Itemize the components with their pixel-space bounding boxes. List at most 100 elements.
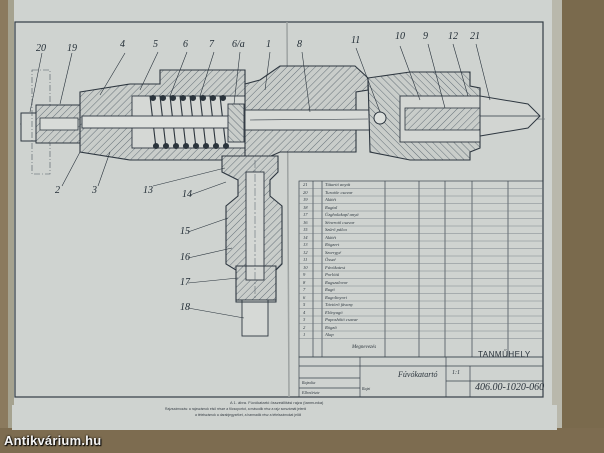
part-number: 5 [303,302,306,307]
part-number: 10 [303,264,308,270]
part-name: Összé [325,257,336,262]
part-18-inlet-pipe [241,299,269,337]
parts-table-row: 17 Üzgholakapl anyá [299,211,543,218]
part-11-ball [373,111,387,125]
part-number: 12 [303,249,308,255]
title-block-drawing-number: 406.00-1020-060 [475,382,545,393]
part-name: Paposhőtö csavar [325,317,359,322]
antikvarium-watermark: Antikvárium.hu [4,433,102,448]
parts-table-row: 2 Rögzít [299,324,543,331]
part-name: Távtörő fávany [325,302,353,307]
part-number: 3 [303,317,306,322]
caption-line-2: Rajzszámozás: a rajzszámok első része a … [165,407,307,411]
parts-list-header: Megnevezés [352,345,377,350]
part-number: 9 [303,272,306,277]
part-number: 2 [303,324,306,330]
title-block-company: TANMŰHELY [478,350,531,359]
parts-table-row: 18 Rugtal [299,204,543,211]
part-number: 15 [303,227,308,232]
page-bottom-margin [12,405,557,430]
top-callout: 1 [266,39,271,50]
part-20-nut [20,112,37,142]
title-block-checked-label: Ellenőrizte [302,390,320,395]
part-6a-spring-seat [227,103,245,143]
top-callout: 10 [395,31,405,42]
bottom-callout: 17 [180,277,190,288]
title-block-title: Fúvókatartó [398,370,438,379]
parts-table-row: 7 Rugó [299,286,543,293]
part-name: Porlótű [325,272,340,277]
top-callout: 8 [297,39,302,50]
title-block-drawn-label: Rajzolta [302,380,316,385]
part-name: Előnyagó [325,309,343,315]
top-leader-lines [29,43,491,113]
part-name: Rögzít [325,324,337,330]
part-number: 11 [303,257,308,262]
bottom-leader-lines [61,151,245,319]
bottom-callout: 18 [180,302,190,313]
part-number: 13 [303,242,308,247]
left-binding-shadow [8,0,14,453]
part-4-push-rod [81,115,233,129]
part-name: Rugolinyori [325,294,347,300]
part-name: Rugtal [325,204,338,210]
parts-table-row: 19 Alátét [299,196,543,203]
top-callout: 21 [470,31,480,42]
top-callout: 9 [423,31,428,42]
part-number: 8 [303,279,306,285]
title-block-grid [298,356,544,398]
parts-table-row: 9 Porlótű [299,271,543,278]
part-name: Szorrgyé [325,249,342,255]
part-name: Üzgholakapl anyá [325,212,359,217]
part-number: 7 [303,287,306,292]
part-name: Szűrő pálca [325,227,347,232]
title-block-scale: 1:1 [452,370,460,376]
top-callout: 20 [36,43,46,54]
bottom-callout: 13 [143,185,153,196]
bottom-callout: 15 [180,226,190,237]
right-book-edge [560,0,604,453]
bottom-callout: 14 [182,189,192,200]
part-number: 19 [303,197,308,202]
caption-line-1: A 1. ábra. Fúvókatartó összeállítási raj… [230,400,324,405]
parts-table-row: 5 Távtörő fávany [299,301,543,308]
top-callout: 5 [153,39,158,50]
parts-table-row: 11 Összé [299,256,543,263]
parts-table-row: 12 Szorrgyé [299,249,543,256]
part-number: 6 [303,294,306,300]
part-number: 4 [303,309,306,315]
part-number: 16 [303,219,308,225]
top-callout: 4 [120,39,125,50]
part-name: Tűtartó anyát [325,182,351,187]
parts-table-row: 10 Fúvókatest [299,264,543,271]
bottom-callout: 2 [55,185,60,196]
part-name: Turatőe csavar [325,189,353,195]
part-number: 14 [303,234,308,240]
bottom-book-edge [0,428,604,453]
top-callout: 12 [448,31,458,42]
parts-table-row: 3 Paposhőtö csavar [299,316,543,323]
parts-table-row: 15 Szűrő pálca [299,226,543,233]
caption-line-3: a tételszámok a darabjegyzéket, a harmad… [195,413,302,417]
part-name: Alátét [325,234,336,240]
parts-table-row: 4 Előnyagó [299,309,543,316]
part-name: Rugó [325,287,335,292]
title-block-rajzi-label: Rajzi [362,386,371,391]
part-name: Alátét [325,197,336,202]
parts-table-row: 6 Rugolinyori [299,294,543,301]
right-edge-gradient [552,0,562,453]
part-name: Fúvókatest [325,264,346,270]
top-callout: 19 [67,43,77,54]
part-number: 18 [303,204,308,210]
part-name: Alap [325,332,334,337]
parts-table-row: 14 Alátét [299,234,543,241]
part-name: Rögzert [325,242,340,247]
parts-table-row: 13 Rögzert [299,241,543,248]
bottom-callout: 3 [92,185,97,196]
part-number: 17 [303,212,308,217]
